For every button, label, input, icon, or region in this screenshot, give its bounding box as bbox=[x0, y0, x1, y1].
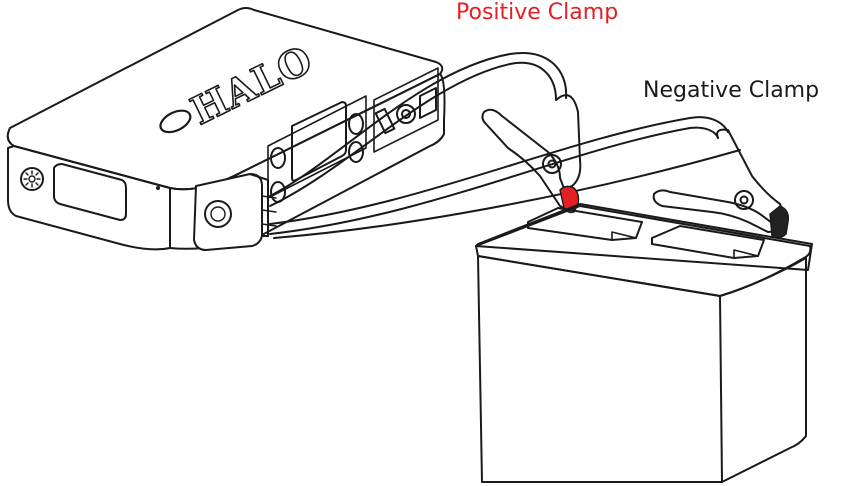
negative-cable-edge bbox=[269, 126, 719, 235]
negative-clamp bbox=[652, 128, 790, 239]
negative-clamp-pivot-inner bbox=[739, 195, 749, 205]
ec5-cable-grips bbox=[261, 195, 277, 227]
side-port-cover bbox=[419, 87, 437, 119]
device-front-face bbox=[7, 145, 171, 251]
battery-positive-terminal-edge bbox=[527, 221, 637, 241]
negative-cable bbox=[269, 116, 729, 225]
front-flashlight-window bbox=[53, 163, 127, 221]
negative-clamp-pivot bbox=[734, 190, 754, 210]
brand-wordmark: HALO bbox=[184, 36, 320, 133]
car-battery bbox=[475, 203, 813, 483]
battery-front-face bbox=[477, 255, 723, 483]
front-indicator-dot bbox=[156, 186, 160, 190]
side-port-dc bbox=[396, 104, 416, 124]
battery-side-face bbox=[719, 257, 807, 483]
side-port-usb bbox=[374, 107, 396, 135]
positive-clamp-label: Positive Clamp bbox=[456, 0, 619, 25]
side-button-light bbox=[348, 141, 364, 163]
negative-clamp-tip bbox=[769, 205, 790, 239]
battery-negative-terminal-edge bbox=[651, 237, 759, 259]
side-button-mode bbox=[348, 113, 364, 135]
negative-clamp-lower-jaw bbox=[652, 189, 777, 233]
cables bbox=[269, 52, 741, 239]
lcd-screen bbox=[291, 101, 347, 182]
ec5-connector-face bbox=[204, 200, 232, 228]
positive-clamp-pivot-inner bbox=[547, 159, 557, 169]
side-button-up bbox=[270, 147, 286, 169]
positive-cable bbox=[269, 52, 568, 197]
positive-clamp-upper-jaw bbox=[555, 94, 582, 191]
negative-cable-lower bbox=[273, 149, 741, 239]
positive-clamp-pivot bbox=[542, 154, 562, 174]
positive-clamp-lower-jaw bbox=[481, 108, 571, 209]
ec5-connector-side bbox=[249, 173, 269, 237]
sun-icon bbox=[23, 170, 41, 188]
negative-clamp-label: Negative Clamp bbox=[643, 78, 820, 103]
positive-cable-edge bbox=[269, 61, 557, 207]
side-port-bay bbox=[373, 67, 439, 153]
ec5-connector-pins bbox=[210, 206, 226, 222]
side-control-panel bbox=[267, 95, 367, 199]
power-button bbox=[20, 167, 44, 191]
negative-clamp-upper-jaw bbox=[716, 128, 785, 215]
positive-clamp bbox=[481, 94, 582, 214]
